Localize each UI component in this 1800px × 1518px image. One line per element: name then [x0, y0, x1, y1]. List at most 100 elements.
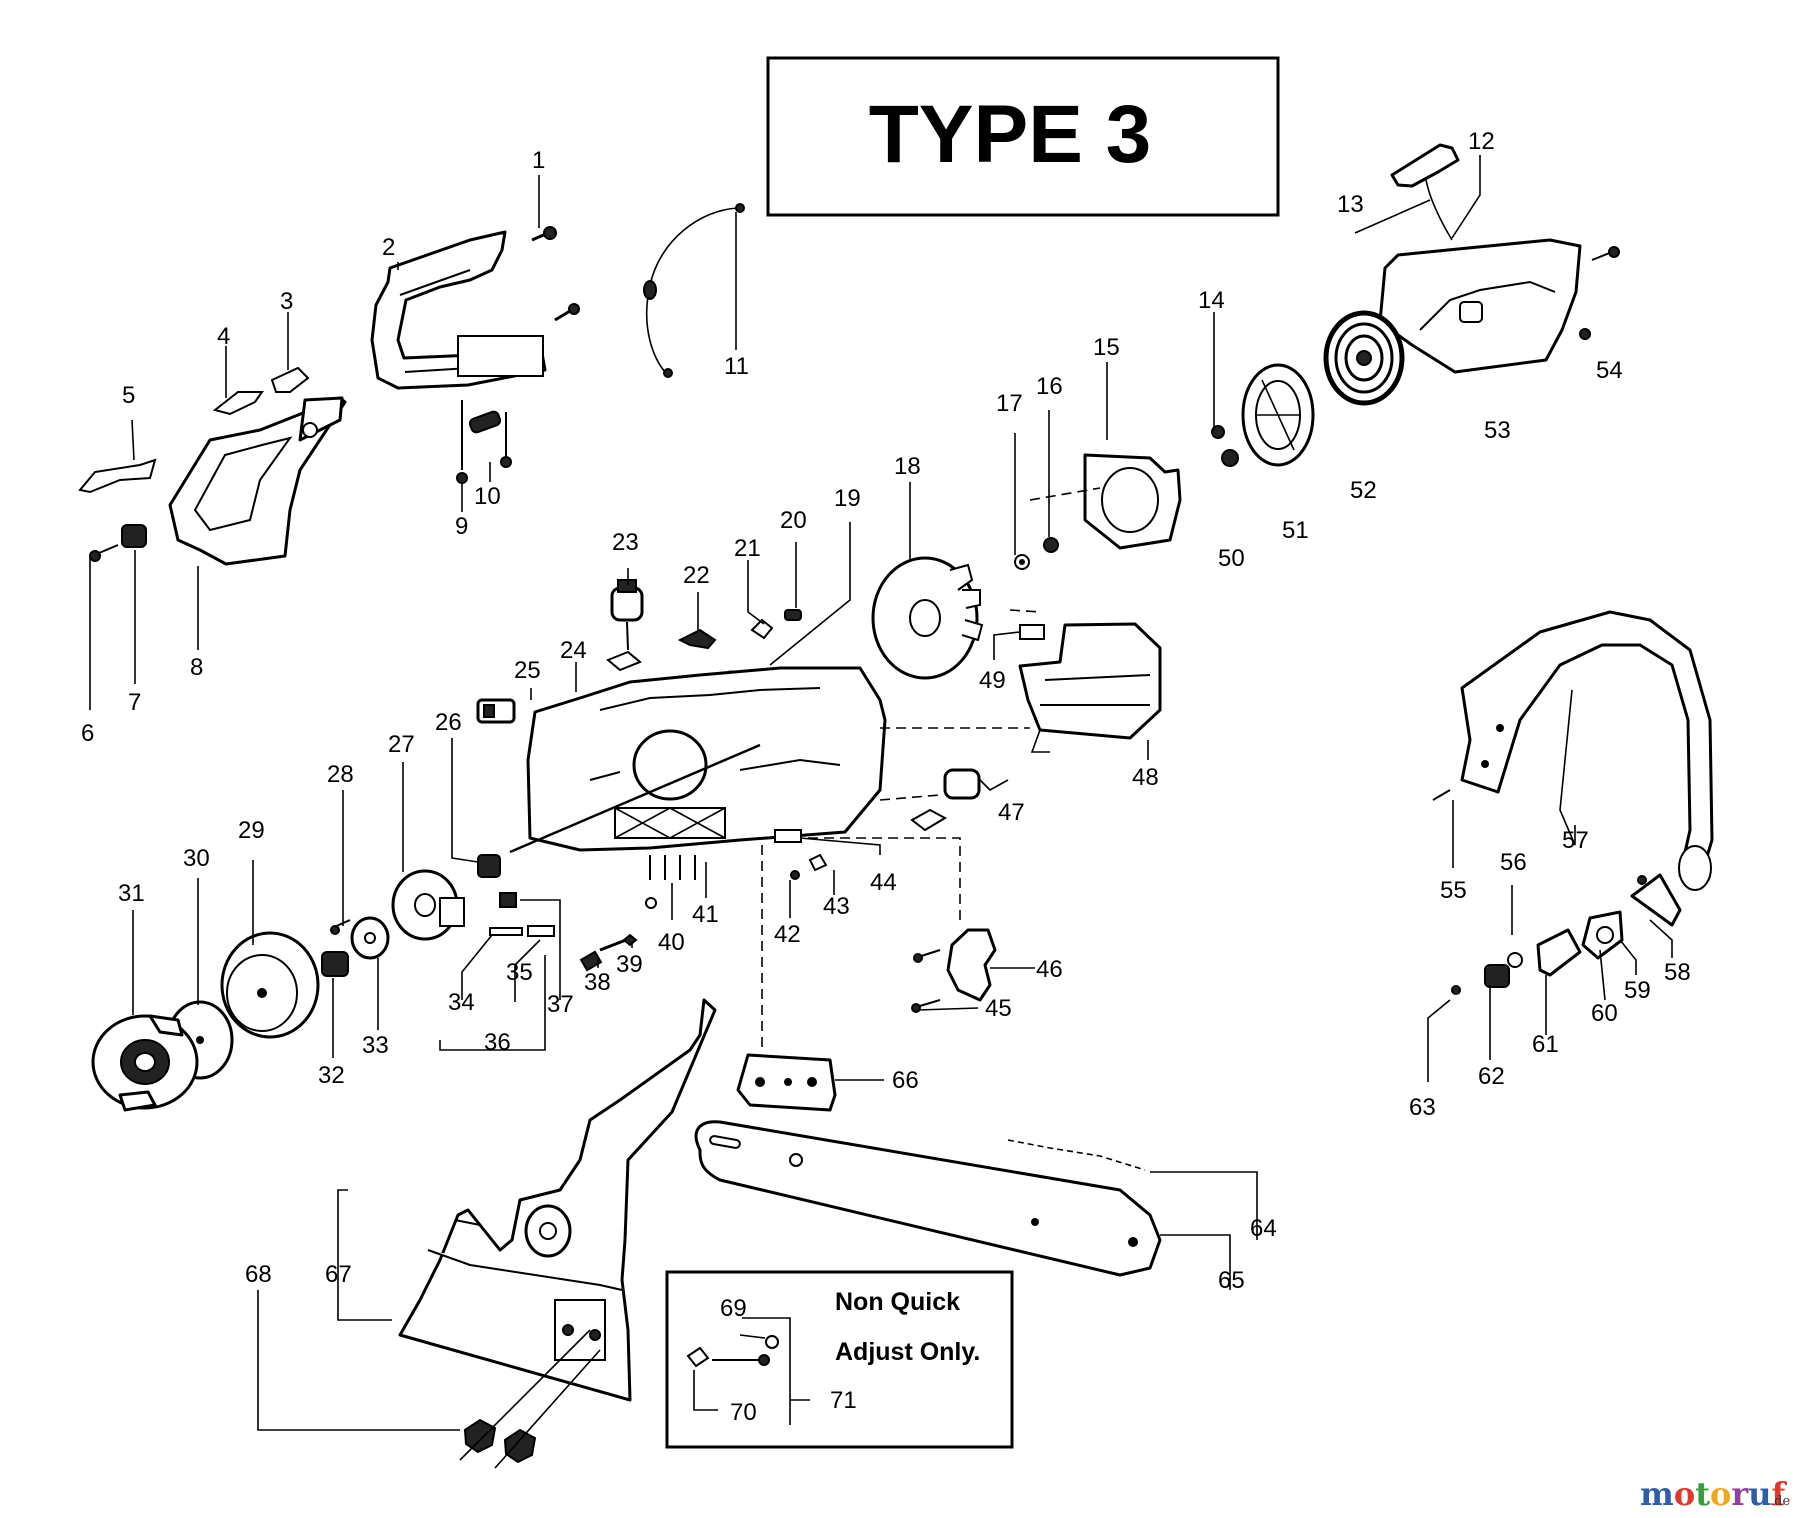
- part-8-hand-guard: [168, 396, 347, 566]
- label-6: 6: [81, 720, 94, 747]
- watermark-letter: u: [1748, 1475, 1771, 1513]
- label-22: 22: [683, 562, 710, 589]
- label-9: 9: [455, 513, 468, 540]
- label-49: 49: [979, 667, 1006, 694]
- watermark-letter: f: [1771, 1475, 1787, 1513]
- label-26: 26: [435, 709, 462, 736]
- label-15: 15: [1093, 334, 1120, 361]
- label-20: 20: [780, 507, 807, 534]
- part-28-33-fasteners: [330, 916, 390, 960]
- part-number-labels: 1 2 3 4 5 6 7 8 9 10 11 12 13 14 15 16 1…: [81, 128, 1691, 1426]
- part-68-nuts: [459, 1329, 601, 1469]
- label-11: 11: [724, 353, 749, 380]
- part-1-screw: [531, 226, 557, 242]
- label-17: 17: [996, 390, 1023, 417]
- label-35: 35: [506, 959, 533, 986]
- label-14: 14: [1198, 287, 1225, 314]
- label-46: 46: [1036, 956, 1063, 983]
- label-68: 68: [245, 1261, 272, 1288]
- part-49-block: [1019, 624, 1045, 640]
- label-38: 38: [584, 969, 611, 996]
- part-29-clutch-drum: [220, 931, 320, 1039]
- part-34-40-fuel-system: [489, 892, 657, 972]
- watermark-text: motoruf: [1640, 1475, 1787, 1513]
- label-36: 36: [484, 1029, 511, 1056]
- label-29: 29: [238, 817, 265, 844]
- label-40: 40: [658, 929, 685, 956]
- label-67: 67: [325, 1261, 352, 1288]
- label-65: 65: [1218, 1267, 1245, 1294]
- label-55: 55: [1440, 877, 1467, 904]
- label-57: 57: [1562, 827, 1589, 854]
- part-32-bearing: [321, 951, 349, 977]
- watermark-suffix: .de: [1770, 1494, 1790, 1509]
- label-71: 71: [830, 1387, 857, 1414]
- part-26-27-sprocket: [391, 854, 501, 941]
- part-3-4-5-small: [78, 366, 310, 494]
- label-70: 70: [730, 1399, 757, 1426]
- watermark-letter: r: [1731, 1475, 1749, 1513]
- label-23: 23: [612, 529, 639, 556]
- part-47-primer: [910, 768, 981, 832]
- label-19: 19: [834, 485, 861, 512]
- label-34: 34: [448, 989, 475, 1016]
- part-64-65-bar-chain: [694, 1120, 1162, 1277]
- label-60: 60: [1591, 1000, 1618, 1027]
- part-20-21-22-small: [677, 609, 802, 650]
- title-box: TYPE 3: [766, 56, 1280, 217]
- label-59: 59: [1624, 977, 1651, 1004]
- label-50: 50: [1218, 545, 1245, 572]
- watermark-logo: motoruf .de: [1640, 1475, 1790, 1513]
- label-39: 39: [616, 951, 643, 978]
- part-41-screws: [649, 855, 696, 880]
- label-56: 56: [1500, 849, 1527, 876]
- label-1: 1: [532, 147, 545, 174]
- part-58-63-av-mount: [1451, 873, 1682, 995]
- label-2: 2: [382, 234, 395, 261]
- label-41: 41: [692, 901, 719, 928]
- label-48: 48: [1132, 764, 1159, 791]
- label-18: 18: [894, 453, 921, 480]
- label-43: 43: [823, 893, 850, 920]
- label-42: 42: [774, 921, 801, 948]
- watermark-letter: t: [1695, 1475, 1710, 1513]
- part-66-bar-plate: [736, 1053, 837, 1112]
- part-14-50-fasteners: [1211, 425, 1239, 467]
- part-45-46-bracket: [911, 928, 997, 1013]
- part-25-block: [476, 698, 516, 724]
- inset-non-quick-adjust: Non Quick Adjust Only.: [665, 1270, 1014, 1449]
- label-32: 32: [318, 1062, 345, 1089]
- part-53-starter-housing: [1378, 238, 1620, 374]
- watermark-letter: o: [1674, 1475, 1695, 1513]
- label-21: 21: [734, 535, 761, 562]
- part-6-7-screw-spring: [89, 524, 147, 562]
- label-37: 37: [547, 991, 574, 1018]
- label-64: 64: [1250, 1215, 1277, 1242]
- label-3: 3: [280, 288, 293, 315]
- part-11-cable: [643, 203, 745, 378]
- label-16: 16: [1036, 373, 1063, 400]
- label-27: 27: [388, 731, 415, 758]
- watermark-letter: o: [1710, 1475, 1731, 1513]
- part-52-recoil-spring: [1323, 310, 1405, 406]
- part-12-13-starter-handle: [1390, 143, 1460, 241]
- part-9-10-spring-screw: [456, 400, 512, 484]
- label-53: 53: [1484, 417, 1511, 444]
- label-63: 63: [1409, 1094, 1436, 1121]
- label-47: 47: [998, 799, 1025, 826]
- part-42-44-small: [774, 829, 828, 880]
- part-18-flywheel: [871, 556, 984, 680]
- label-10: 10: [474, 483, 501, 510]
- label-58: 58: [1664, 959, 1691, 986]
- part-57-front-handle: [1460, 610, 1714, 891]
- label-31: 31: [118, 880, 145, 907]
- label-12: 12: [1468, 128, 1495, 155]
- part-48-deflector: [1018, 622, 1162, 753]
- watermark-letter: m: [1640, 1475, 1674, 1513]
- dashed-lines: [760, 487, 1101, 1050]
- label-62: 62: [1478, 1063, 1505, 1090]
- part-24-engine-housing: [509, 666, 887, 854]
- label-7: 7: [128, 689, 141, 716]
- part-55-screw: [1432, 789, 1451, 801]
- label-28: 28: [327, 761, 354, 788]
